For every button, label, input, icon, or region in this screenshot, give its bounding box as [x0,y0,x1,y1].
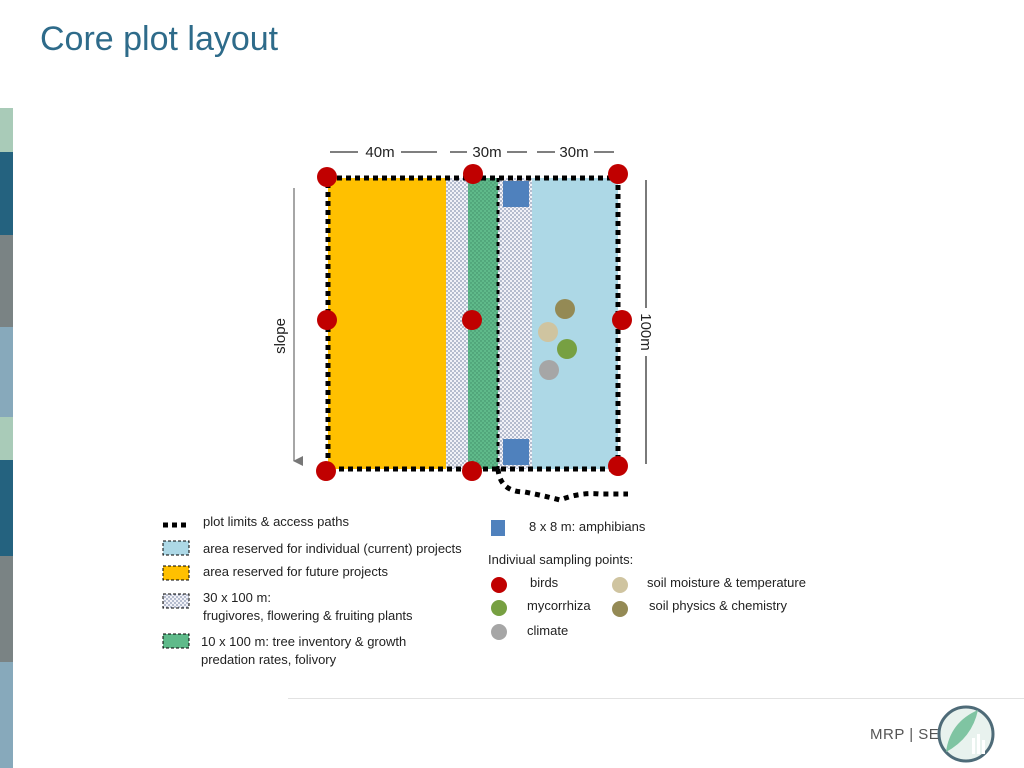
legend-mycorrhiza-label: mycorrhiza [527,598,591,613]
legend-birds-label: birds [530,575,559,590]
legend-soil-moisture-symbol [612,577,628,593]
legend-frugivores-label-2: frugivores, flowering & fruiting plants [203,608,413,623]
legend-frugivores-symbol [162,593,190,609]
legend-tree-label-1: 10 x 100 m: tree inventory & growth [201,634,407,649]
sidebar-segment [0,556,13,662]
bird-point [463,164,483,184]
sidebar-segment [0,417,13,460]
legend-soil-physics-label: soil physics & chemistry [649,598,787,613]
soil-physics-point [555,299,575,319]
bird-point [612,310,632,330]
frugivores-strip [446,178,468,469]
brand-label: MRP | SE [870,726,940,743]
legend-climate-symbol [491,624,507,640]
legend-amphibian-symbol [491,520,505,536]
amphibian-plot-top [503,181,529,207]
page-title: Core plot layout [40,20,279,58]
bird-point [462,310,482,330]
legend-sampling-header: Indiviual sampling points: [488,552,634,567]
legend-mycorrhiza-symbol [491,600,507,616]
legend-current-label: area reserved for individual (current) p… [203,541,462,556]
sidebar-segment [0,152,13,235]
bird-point [316,461,336,481]
access-path [495,468,628,503]
legend-soil-moisture-label: soil moisture & temperature [647,575,806,590]
legend-tree-symbol [162,633,190,649]
sidebar-color-strip [0,108,13,768]
bird-point [608,456,628,476]
legend-soil-physics-symbol [612,601,628,617]
legend-birds-symbol [491,577,507,593]
sidebar-segment [0,235,13,327]
climate-point [539,360,559,380]
bird-point [317,167,337,187]
dim-label-30m-a: 30m [472,144,501,161]
frugivores-strip-right [498,178,532,469]
dim-label-30m-b: 30m [559,144,588,161]
legend-future-label: area reserved for future projects [203,564,388,579]
footer-divider [288,698,1024,699]
future-projects-area [328,178,446,469]
leaf-globe-logo-icon [937,705,995,763]
sidebar-segment [0,460,13,556]
dim-label-100m: 100m [637,313,654,351]
legend-tree-label-2: predation rates, folivory [201,652,337,667]
bird-point [462,461,482,481]
dim-label-40m: 40m [365,144,394,161]
slope-label: slope [272,318,289,354]
legend-future-symbol [162,565,190,581]
sidebar-segment [0,327,13,417]
amphibian-plot-bottom [503,439,529,465]
bird-point [317,310,337,330]
mycorrhiza-point [557,339,577,359]
sidebar-segment [0,108,13,152]
legend-plot-limits-label: plot limits & access paths [203,514,349,529]
legend-frugivores-label-1: 30 x 100 m: [203,590,271,605]
legend-current-symbol [162,540,190,556]
bird-point [608,164,628,184]
soil-moisture-point [538,322,558,342]
legend-amphibians-label: 8 x 8 m: amphibians [529,519,646,534]
legend-climate-label: climate [527,623,569,638]
sidebar-segment [0,662,13,768]
